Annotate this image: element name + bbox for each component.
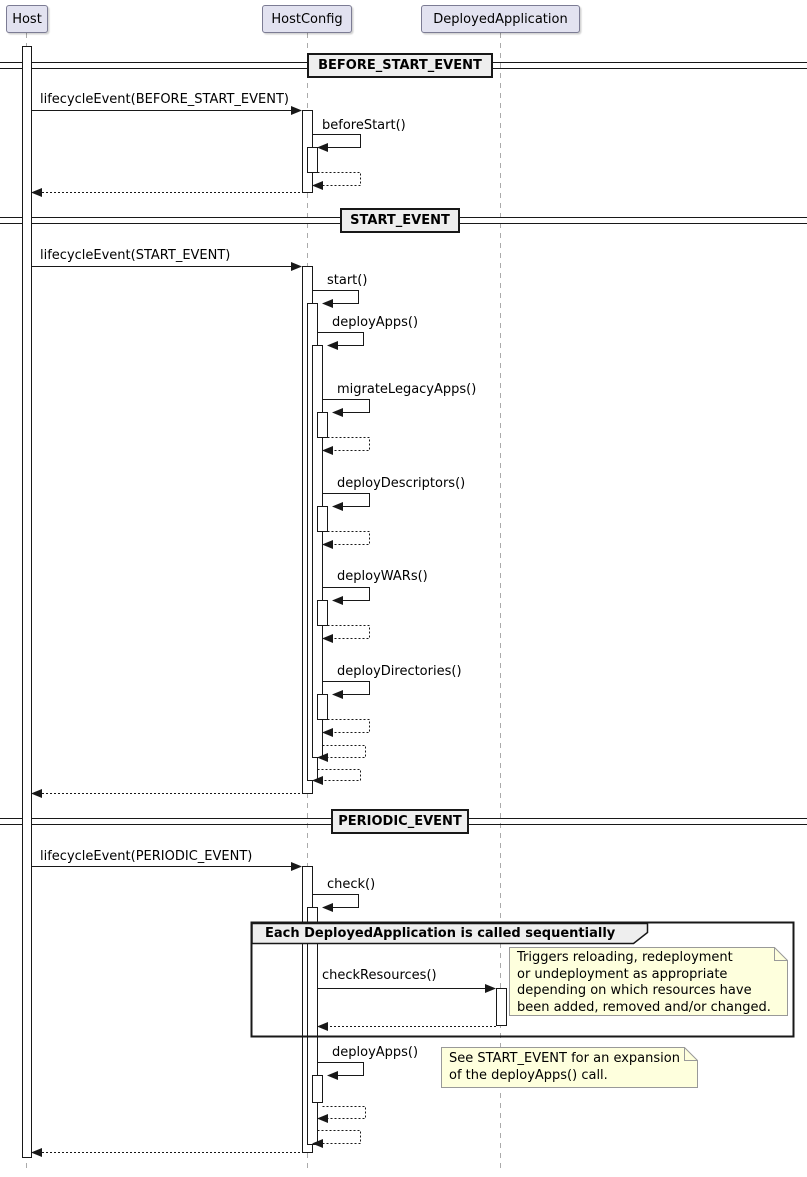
participant-deployedapplication: DeployedApplication (421, 5, 580, 33)
return-line-deploydescriptors (327, 531, 370, 545)
arrowhead (317, 753, 328, 762)
activation-deploydescriptors (317, 506, 328, 532)
group-header-label: Each DeployedApplication is called seque… (265, 926, 616, 941)
activation-deploydirectories (317, 694, 328, 720)
arrowhead (322, 446, 333, 455)
message-line-migratelegacyapps (322, 399, 370, 413)
message-label-lifecycle-periodic: lifecycleEvent(PERIODIC_EVENT) (40, 849, 253, 864)
arrowhead (332, 408, 343, 417)
message-line-deploydirectories (322, 681, 370, 695)
message-line-check (312, 894, 359, 908)
activation-migratelegacyapps (317, 412, 328, 438)
participant-host: Host (6, 5, 48, 33)
arrowhead (312, 776, 323, 785)
note-deploy-apps-shape (441, 1047, 698, 1088)
note-check-resources-fold (774, 947, 788, 961)
message-line-deploywars (322, 587, 370, 601)
arrowhead (312, 181, 323, 190)
message-label-check: check() (327, 877, 376, 892)
divider-periodic-event: PERIODIC_EVENT (331, 809, 469, 834)
message-label-deployapps: deployApps() (332, 315, 419, 330)
message-label-checkresources: checkResources() (322, 968, 437, 983)
message-label-lifecycle-start: lifecycleEvent(START_EVENT) (40, 248, 231, 263)
group-header-pentagon (251, 922, 649, 945)
arrowhead (332, 690, 343, 699)
return-line-deploywars (327, 625, 370, 639)
arrowhead (332, 502, 343, 511)
arrowhead (317, 143, 328, 152)
arrowhead (322, 634, 333, 643)
message-label-beforestart: beforeStart() (322, 118, 406, 133)
activation-deployedapplication (496, 988, 507, 1026)
message-line-deployapps (317, 332, 364, 346)
return-line-beforestart (317, 172, 361, 186)
return-line-migratelegacyapps (327, 437, 370, 451)
arrowhead (317, 1022, 328, 1031)
message-line-start (312, 290, 359, 304)
return-line-deploydirectories (327, 719, 370, 733)
arrowhead (291, 862, 302, 871)
activation-beforestart (307, 147, 318, 173)
note-check-resources-shape (509, 947, 788, 1016)
message-label-migratelegacyapps: migrateLegacyApps() (337, 382, 477, 397)
arrowhead (317, 1114, 328, 1123)
message-line-deploydescriptors (322, 493, 370, 507)
arrowhead (291, 106, 302, 115)
arrowhead (327, 1071, 338, 1080)
arrowhead (31, 1148, 42, 1157)
divider-start-event: START_EVENT (340, 208, 460, 233)
message-line-beforestart (312, 134, 361, 148)
arrowhead (485, 984, 496, 993)
arrowhead (322, 540, 333, 549)
message-label-deploydescriptors: deployDescriptors() (337, 476, 466, 491)
return-line-deployapps-periodic (322, 1106, 366, 1119)
divider-before-start-event: BEFORE_START_EVENT (307, 53, 493, 78)
arrowhead (291, 262, 302, 271)
message-label-lifecycle-before-start: lifecycleEvent(BEFORE_START_EVENT) (40, 92, 289, 107)
note-deploy-apps-fold (684, 1047, 698, 1061)
return-line-check (317, 1130, 361, 1144)
note-check-resources-text: Triggers reloading, redeployment or unde… (517, 950, 771, 1015)
arrowhead (322, 299, 333, 308)
message-label-start: start() (327, 273, 368, 288)
activation-deployapps-periodic (312, 1075, 323, 1103)
arrowhead (31, 789, 42, 798)
return-line-start (317, 769, 361, 781)
activation-deploywars (317, 600, 328, 626)
arrowhead (31, 188, 42, 197)
arrowhead (322, 903, 333, 912)
message-line-deployapps-periodic (317, 1062, 364, 1076)
group-frame (250, 921, 795, 1038)
return-line-deployapps (322, 745, 366, 758)
arrowhead (332, 596, 343, 605)
activation-check (307, 907, 318, 1145)
note-deploy-apps-text: See START_EVENT for an expansion of the … (449, 1051, 680, 1083)
arrowhead (312, 1139, 323, 1148)
arrowhead (322, 728, 333, 737)
arrowhead (327, 341, 338, 350)
message-label-deploywars: deployWARs() (337, 569, 428, 584)
activation-host (22, 46, 32, 1158)
message-label-deploydirectories: deployDirectories() (337, 664, 462, 679)
participant-hostconfig: HostConfig (262, 5, 352, 33)
message-label-deployapps-periodic: deployApps() (332, 1045, 419, 1060)
